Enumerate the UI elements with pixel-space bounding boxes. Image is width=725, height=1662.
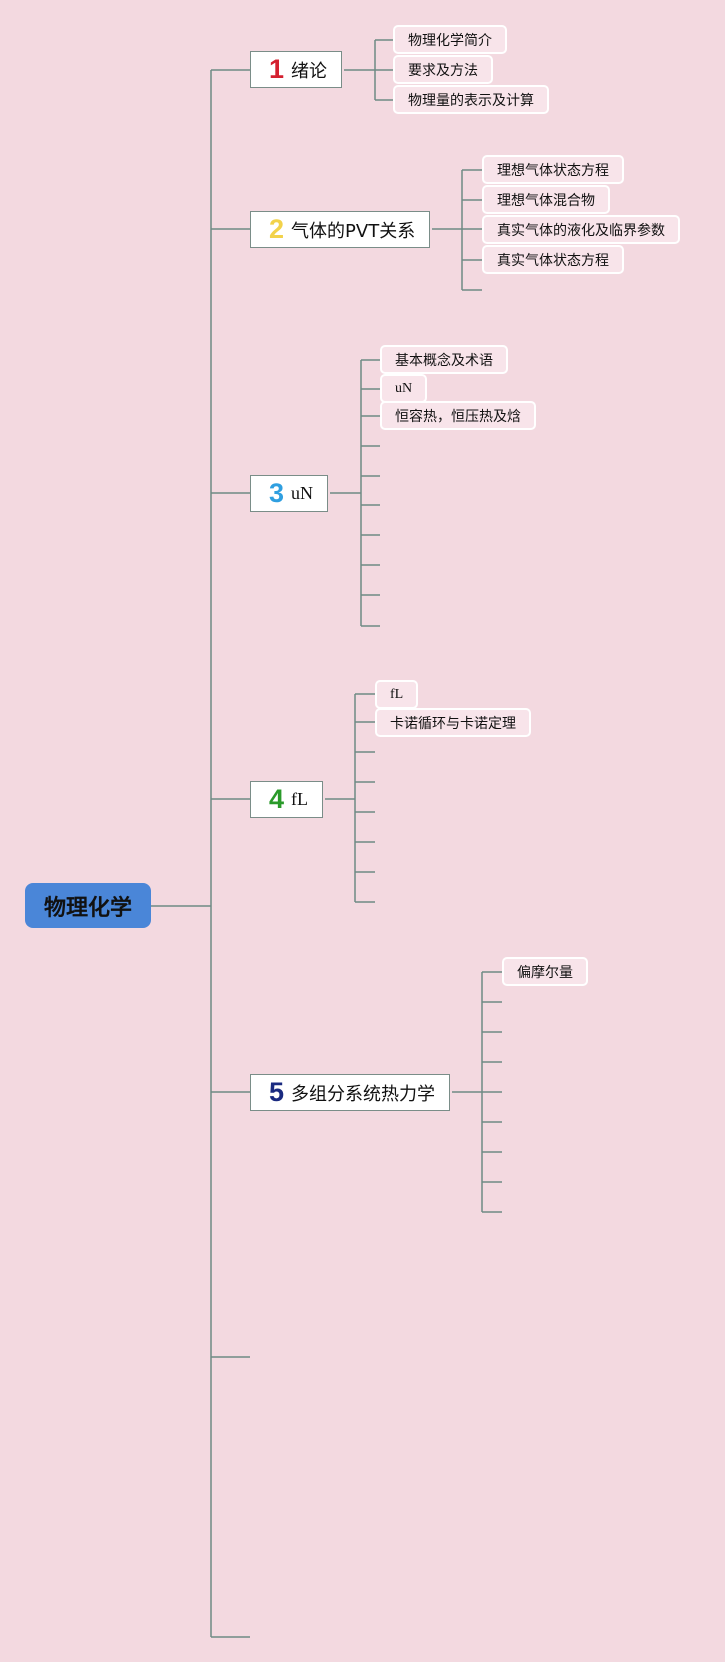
topic-label: fL bbox=[291, 789, 309, 809]
topic-label: 多组分系统热力学 bbox=[291, 1083, 436, 1105]
topic-1[interactable]: 1 绪论 bbox=[250, 51, 343, 88]
subtopic-node[interactable]: 真实气体的液化及临界参数 bbox=[482, 215, 680, 244]
topic-3[interactable]: 3 uN bbox=[250, 475, 329, 512]
topic-number: 4 bbox=[269, 784, 285, 814]
subtopic-node[interactable]: 卡诺循环与卡诺定理 bbox=[375, 708, 531, 737]
subtopic-node[interactable]: fL bbox=[375, 680, 419, 709]
root-node[interactable]: 物理化学 bbox=[25, 883, 151, 928]
subtopic-node[interactable]: 物理量的表示及计算 bbox=[393, 85, 549, 114]
topic-number: 2 bbox=[269, 214, 285, 244]
topic-label: 绪论 bbox=[291, 60, 328, 82]
topic-number: 1 bbox=[269, 54, 285, 84]
subtopic-node[interactable]: 理想气体状态方程 bbox=[482, 155, 624, 184]
subtopic-node[interactable]: 基本概念及术语 bbox=[380, 345, 508, 374]
subtopic-node[interactable]: 要求及方法 bbox=[393, 55, 493, 84]
topic-label: 气体的PVT关系 bbox=[291, 220, 416, 242]
topic-5[interactable]: 5 多组分系统热力学 bbox=[250, 1074, 451, 1111]
subtopic-node[interactable]: 真实气体状态方程 bbox=[482, 245, 624, 274]
topic-number: 5 bbox=[269, 1077, 285, 1107]
subtopic-node[interactable]: 恒容热，恒压热及焓 bbox=[380, 401, 536, 430]
subtopic-node[interactable]: 偏摩尔量 bbox=[502, 957, 588, 986]
topic-number: 3 bbox=[269, 478, 285, 508]
subtopic-node[interactable]: 理想气体混合物 bbox=[482, 185, 610, 214]
subtopic-node[interactable]: uN bbox=[380, 374, 428, 403]
topic-2[interactable]: 2 气体的PVT关系 bbox=[250, 211, 431, 248]
topic-label: uN bbox=[291, 483, 314, 503]
subtopic-node[interactable]: 物理化学简介 bbox=[393, 25, 507, 54]
topic-4[interactable]: 4 fL bbox=[250, 781, 324, 818]
